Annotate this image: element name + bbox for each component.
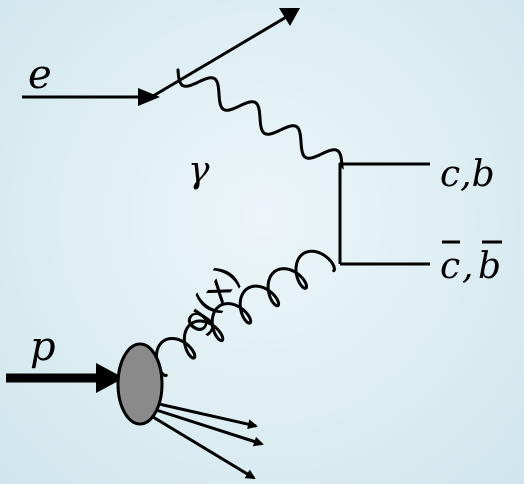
photon-line bbox=[176, 68, 344, 170]
proton-remnants bbox=[147, 400, 264, 480]
proton-label: p bbox=[30, 324, 56, 370]
scattered-electron-line bbox=[147, 14, 289, 101]
gluon-line bbox=[154, 249, 336, 378]
antiquark-c-label: c bbox=[440, 246, 460, 287]
incoming-proton-arrow bbox=[96, 363, 124, 393]
antiquark-separator: , bbox=[462, 246, 473, 287]
quark-label: c,b bbox=[440, 154, 495, 195]
gluon-label: g(x) bbox=[174, 258, 249, 341]
photon-label: γ bbox=[188, 150, 210, 191]
proton-blob bbox=[116, 342, 164, 426]
scattered-electron-arrow bbox=[279, 8, 300, 26]
antiquark-b-label: b bbox=[478, 246, 501, 287]
electron-label: e bbox=[28, 52, 52, 98]
antiquark-label: c , b bbox=[440, 240, 502, 287]
